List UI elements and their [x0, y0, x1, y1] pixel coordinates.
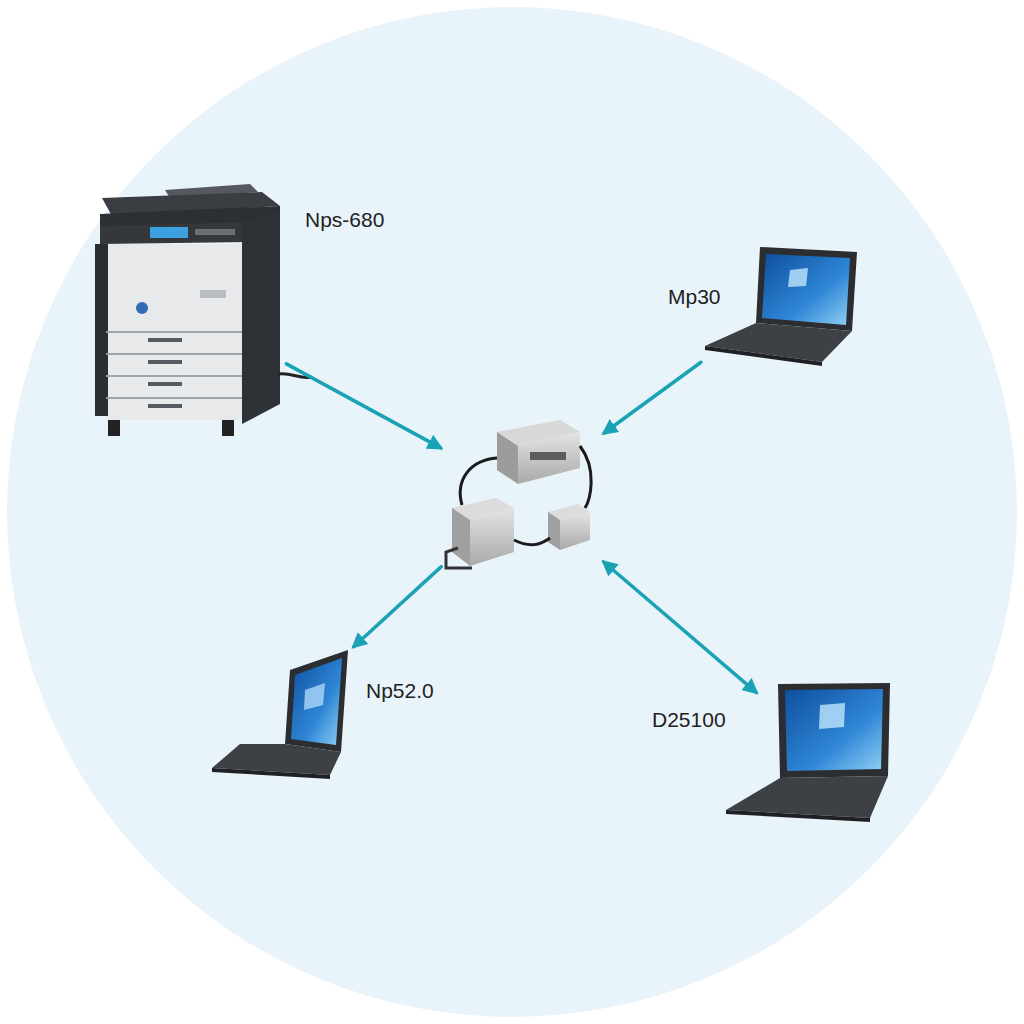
printer-illustration: [95, 184, 312, 436]
device-label: Mp30: [668, 285, 721, 308]
connector-arrow: [354, 567, 442, 647]
laptop-illustration: [705, 247, 857, 366]
network-hub: [445, 415, 600, 570]
connector-arrow: [604, 362, 701, 433]
connector-arrow: [604, 562, 756, 692]
laptop-node: Np52.0: [210, 650, 350, 778]
network-hub-illustration: [446, 420, 591, 568]
device-label: Np52.0: [366, 679, 434, 702]
printer-node: Nps-680: [95, 183, 282, 438]
laptop-illustration: [212, 650, 348, 779]
laptop-node: Mp30: [705, 245, 858, 362]
connector-arrow: [286, 364, 440, 448]
device-label: D25100: [652, 708, 726, 731]
background-circle: [7, 7, 1017, 1017]
device-label: Nps-680: [305, 208, 384, 231]
laptop-illustration: [726, 683, 890, 822]
laptop-node: D25100: [760, 682, 892, 822]
